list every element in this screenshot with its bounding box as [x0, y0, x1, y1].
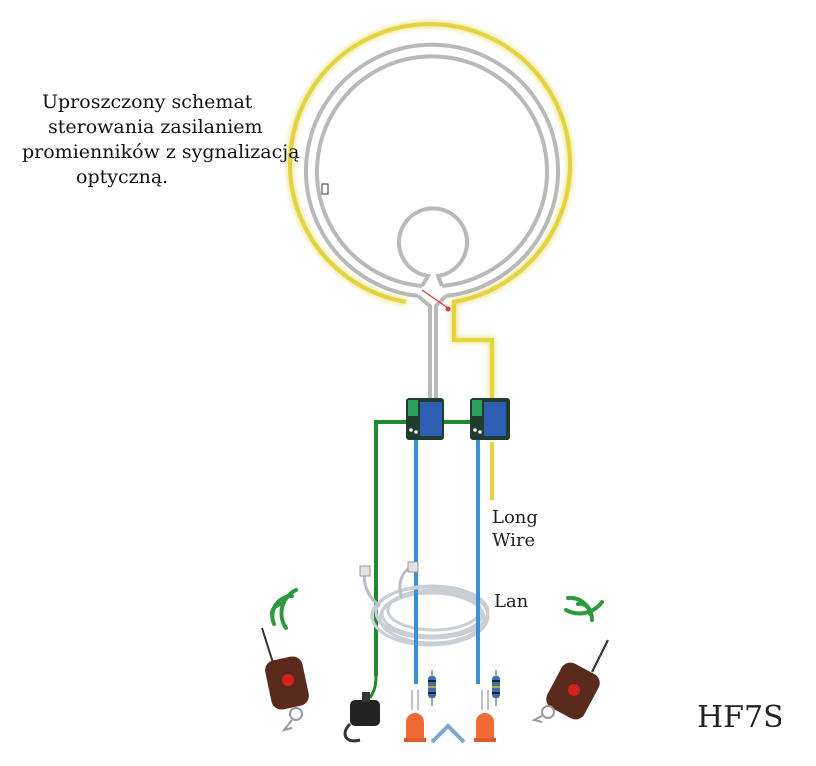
caption-line-3: promienników z sygnalizacją [22, 141, 300, 163]
signal-waves-icon [564, 595, 604, 622]
logo-text: HF7S [697, 700, 781, 735]
lan-label: Lan [494, 591, 529, 612]
gray-lead-left [416, 294, 432, 400]
caption-line-2: sterowania zasilaniem [48, 116, 263, 138]
led-icon [404, 690, 426, 742]
diagram-caption: Uproszczony schemat sterowania zasilanie… [18, 90, 308, 190]
power-adapter-icon [343, 675, 380, 743]
relay-module-icon [406, 398, 444, 440]
blue-wire [414, 440, 480, 684]
loop-marker-icon [321, 183, 329, 195]
caption-line-4: optyczną. [76, 166, 169, 188]
relay-module-icon [470, 398, 510, 440]
gray-small-loop [397, 206, 469, 288]
long-wire-label: Long Wire [492, 506, 538, 552]
long-wire-label-line-1: Long [492, 507, 538, 528]
caption-line-1: Uproszczony schemat [42, 91, 253, 113]
remote-control-icon [261, 627, 309, 732]
remote-control-icon [531, 639, 609, 723]
signal-waves-icon [270, 588, 298, 630]
green-wire [374, 420, 470, 676]
resistor-icon [428, 670, 436, 706]
gray-lead-right [434, 294, 448, 400]
long-wire-label-line-2: Wire [492, 530, 536, 551]
yellow-loop [283, 17, 577, 500]
yellow-loop-wire [288, 22, 572, 398]
gray-loop-outer [304, 42, 560, 298]
resistor-icon [492, 670, 500, 706]
red-junction [421, 289, 451, 312]
gray-loop [304, 42, 560, 400]
lan-cable-coil-icon [359, 561, 490, 647]
led-icon [474, 690, 496, 742]
gray-loop-inner [315, 54, 549, 288]
home-icon [430, 723, 466, 744]
